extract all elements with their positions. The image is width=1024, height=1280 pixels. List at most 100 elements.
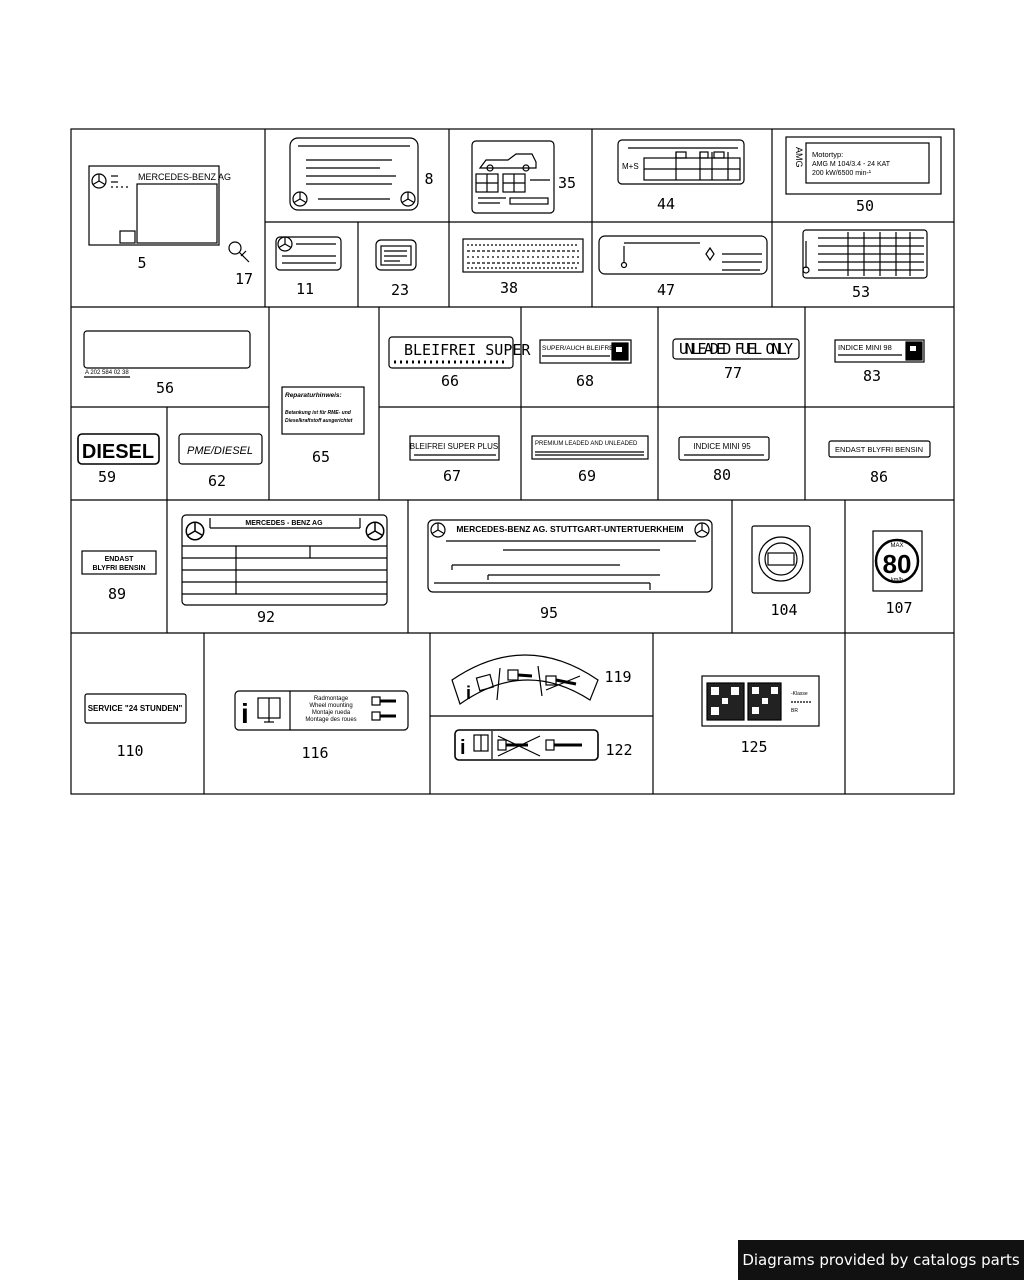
label-35 — [471, 140, 555, 214]
part-number-68: 68 — [576, 372, 594, 390]
part-number-5: 5 — [137, 254, 146, 272]
label-50-engine: AMG M 104/3.4 - 24 KAT — [812, 161, 891, 168]
label-125-klasse: -Klasse — [791, 691, 808, 697]
part-number-122: 122 — [605, 741, 632, 759]
part-number-35: 35 — [558, 174, 576, 192]
part-number-92: 92 — [257, 608, 275, 626]
label-116-i: i — [241, 698, 249, 729]
part-number-83: 83 — [863, 367, 881, 385]
footer-credit-badge[interactable]: Diagrams provided by catalogs parts — [738, 1240, 1024, 1280]
label-110-text: SERVICE "24 STUNDEN" — [88, 704, 183, 713]
label-95: MERCEDES-BENZ AG. STUTTGART-UNTERTUERKHE… — [427, 519, 713, 593]
label-107-max: MAX — [890, 543, 903, 549]
label-104 — [751, 525, 811, 594]
part-number-11: 11 — [296, 280, 314, 298]
label-66: BLEIFREI SUPER — [388, 336, 531, 369]
label-92-title: MERCEDES - BENZ AG — [245, 520, 323, 527]
part-number-17: 17 — [235, 270, 253, 288]
label-56-partno: A 202 584 02 38 — [85, 370, 129, 376]
part-number-66: 66 — [441, 372, 459, 390]
part-number-23: 23 — [391, 281, 409, 299]
part-number-38: 38 — [500, 279, 518, 297]
label-107: MAX 80 km/h — [872, 530, 923, 592]
label-17-clip — [228, 241, 250, 263]
label-23 — [375, 239, 417, 271]
part-number-8: 8 — [424, 170, 433, 188]
part-number-50: 50 — [856, 197, 874, 215]
part-number-86: 86 — [870, 468, 888, 486]
part-number-65: 65 — [312, 448, 330, 466]
label-65-title: Reparaturhinweis: — [285, 392, 342, 399]
label-44-ms: M+S — [622, 162, 639, 171]
part-number-107: 107 — [885, 599, 912, 617]
label-116-montage: Montage des roues — [305, 717, 356, 723]
label-50: AMG Motortyp: AMG M 104/3.4 - 24 KAT 200… — [785, 136, 942, 195]
part-number-67: 67 — [443, 467, 461, 485]
label-119: i — [451, 654, 599, 705]
label-50-amg: AMG — [794, 147, 804, 168]
label-89-line1: ENDAST — [105, 556, 135, 563]
label-69: PREMIUM LEADED AND UNLEADED — [531, 435, 649, 460]
label-65-line2: Dieselkraftstoff ausgerichtet — [285, 418, 353, 424]
label-44: M+S — [617, 139, 745, 185]
label-125-br: BR — [791, 708, 798, 714]
label-50-power: 200 kW/6500 min-¹ — [812, 170, 872, 177]
part-number-59: 59 — [98, 468, 116, 486]
label-69-text: PREMIUM LEADED AND UNLEADED — [535, 441, 638, 447]
label-116-montaje: Montaje rueda — [312, 710, 351, 716]
label-68: SUPER/AUCH BLEIFREI — [539, 339, 632, 364]
part-number-125: 125 — [740, 738, 767, 756]
part-number-56: 56 — [156, 379, 174, 397]
label-77-text: UNLEADED FUEL ONLY — [679, 340, 793, 358]
part-numbers: 5 17 8 35 44 50 11 23 38 47 53 56 65 66 … — [98, 170, 913, 762]
label-5-text: MERCEDES-BENZ AG — [138, 172, 231, 182]
label-62: PME/DIESEL — [178, 433, 263, 465]
label-65-line1: Betankung ist für RME- und — [285, 410, 352, 416]
label-95-title: MERCEDES-BENZ AG. STUTTGART-UNTERTUERKHE… — [456, 524, 683, 534]
label-67-text: BLEIFREI SUPER PLUS — [410, 442, 498, 451]
part-number-44: 44 — [657, 195, 675, 213]
label-53 — [802, 229, 928, 279]
label-86-text: ENDAST BLYFRI BENSIN — [835, 445, 923, 454]
label-68-text: SUPER/AUCH BLEIFREI — [542, 345, 616, 352]
part-number-104: 104 — [770, 601, 797, 619]
label-65: Reparaturhinweis: Betankung ist für RME-… — [281, 386, 365, 435]
label-59-text: DIESEL — [82, 441, 154, 463]
label-80: INDICE MINI 95 — [678, 436, 770, 461]
label-107-kmh: km/h — [891, 577, 903, 583]
label-116-radmontage: Radmontage — [314, 696, 349, 702]
label-5: MERCEDES-BENZ AG — [88, 165, 231, 246]
label-62-text: PME/DIESEL — [187, 445, 253, 457]
label-92: MERCEDES - BENZ AG — [181, 514, 388, 606]
label-89-line2: BLYFRI BENSIN — [92, 565, 145, 572]
label-89: ENDAST BLYFRI BENSIN — [81, 550, 157, 575]
part-number-89: 89 — [108, 585, 126, 603]
label-66-text: BLEIFREI SUPER — [404, 341, 531, 359]
part-number-80: 80 — [713, 466, 731, 484]
label-116-wheel: Wheel mounting — [309, 703, 352, 709]
label-125: -Klasse BR — [701, 675, 820, 727]
label-80-text: INDICE MINI 95 — [693, 442, 751, 451]
label-116: i Radmontage Wheel mounting Montaje rued… — [234, 690, 409, 731]
part-number-47: 47 — [657, 281, 675, 299]
label-86: ENDAST BLYFRI BENSIN — [828, 440, 931, 458]
label-110: SERVICE "24 STUNDEN" — [84, 693, 187, 724]
label-83-text: INDICE MINI 98 — [838, 343, 892, 352]
label-50-motortyp: Motortyp: — [812, 150, 843, 159]
label-47 — [598, 235, 768, 275]
label-122-i: i — [460, 737, 466, 759]
label-119-i: i — [466, 683, 471, 703]
label-38 — [462, 238, 584, 273]
label-77: UNLEADED FUEL ONLY — [672, 338, 800, 360]
part-number-95: 95 — [540, 604, 558, 622]
label-59: DIESEL — [77, 433, 160, 465]
part-number-69: 69 — [578, 467, 596, 485]
label-11 — [275, 236, 342, 271]
label-8 — [289, 137, 419, 211]
part-number-62: 62 — [208, 472, 226, 490]
part-number-77: 77 — [724, 364, 742, 382]
label-67: BLEIFREI SUPER PLUS — [409, 435, 500, 461]
label-83: INDICE MINI 98 — [834, 339, 925, 363]
label-107-speed: 80 — [883, 549, 912, 579]
